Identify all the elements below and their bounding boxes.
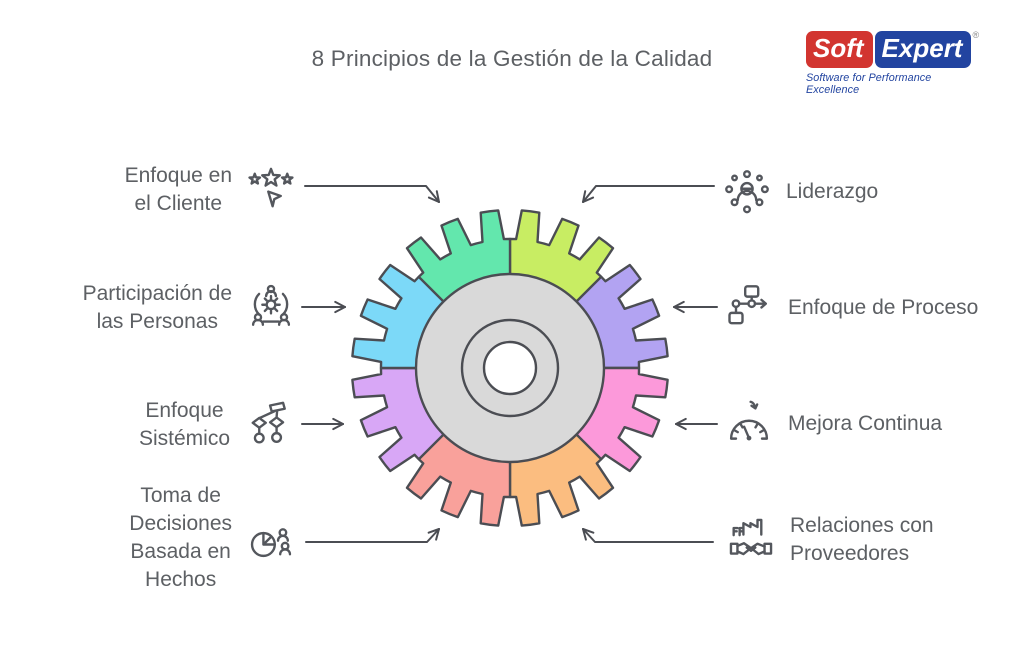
- pie-chart-people-icon: [245, 512, 297, 564]
- principle-label: Enfoque de Proceso: [788, 296, 979, 319]
- gear-center-hole: [482, 340, 538, 396]
- principle-label: Relaciones con Proveedores: [790, 514, 934, 565]
- logo-wordmark: Soft Expert ®: [806, 31, 986, 68]
- connector-factual-decisions: [305, 528, 440, 543]
- principle-label: Enfoque Sistémico: [138, 399, 230, 450]
- hierarchy-flowchart-icon: [243, 399, 295, 451]
- connector-system-approach: [301, 417, 344, 431]
- principle-continuous-improvement: Mejora Continua: [723, 398, 942, 450]
- logo-expert-badge: Expert: [874, 31, 972, 68]
- principle-people-involvement: Participación de las Personas: [83, 280, 297, 336]
- connector-process-approach: [673, 300, 718, 314]
- principle-process-approach: Enfoque de Proceso: [723, 282, 978, 334]
- principle-customer-focus: Enfoque en el Cliente: [125, 162, 297, 218]
- gear-inner-ring: [460, 318, 560, 418]
- factory-handshake-icon: [725, 514, 777, 566]
- connector-people-involvement: [301, 300, 346, 314]
- principle-label: Toma de Decisiones Basada en Hechos: [129, 484, 232, 591]
- principle-factual-decisions: Toma de Decisiones Basada en Hechos: [129, 482, 297, 594]
- principle-label: Participación de las Personas: [82, 282, 232, 333]
- registered-trademark-symbol: ®: [972, 30, 980, 40]
- connector-leadership: [582, 185, 715, 203]
- people-around-gear-icon: [245, 282, 297, 334]
- principle-leadership: Liderazgo: [721, 166, 878, 218]
- principle-label: Liderazgo: [786, 180, 879, 203]
- connector-continuous-improvement: [675, 417, 718, 431]
- logo-tagline: Software for Performance Excellence: [806, 72, 932, 96]
- logo-soft-badge: Soft: [806, 31, 873, 68]
- principle-label: Enfoque en el Cliente: [124, 164, 232, 215]
- softexpert-logo: Soft Expert ® Software for Performance E…: [806, 31, 986, 96]
- principle-label: Mejora Continua: [788, 412, 943, 435]
- principle-supplier-relations: Relaciones con Proveedores: [725, 512, 934, 568]
- connector-customer-focus: [304, 185, 440, 203]
- process-flow-icon: [723, 282, 775, 334]
- leader-with-followers-icon: [721, 166, 773, 218]
- page-title: 8 Principios de la Gestión de la Calidad: [311, 46, 713, 71]
- customer-focus-stars-icon: [245, 164, 297, 216]
- gauge-improvement-icon: [723, 398, 775, 450]
- principle-system-approach: Enfoque Sistémico: [139, 397, 295, 453]
- connector-supplier-relations: [582, 528, 714, 543]
